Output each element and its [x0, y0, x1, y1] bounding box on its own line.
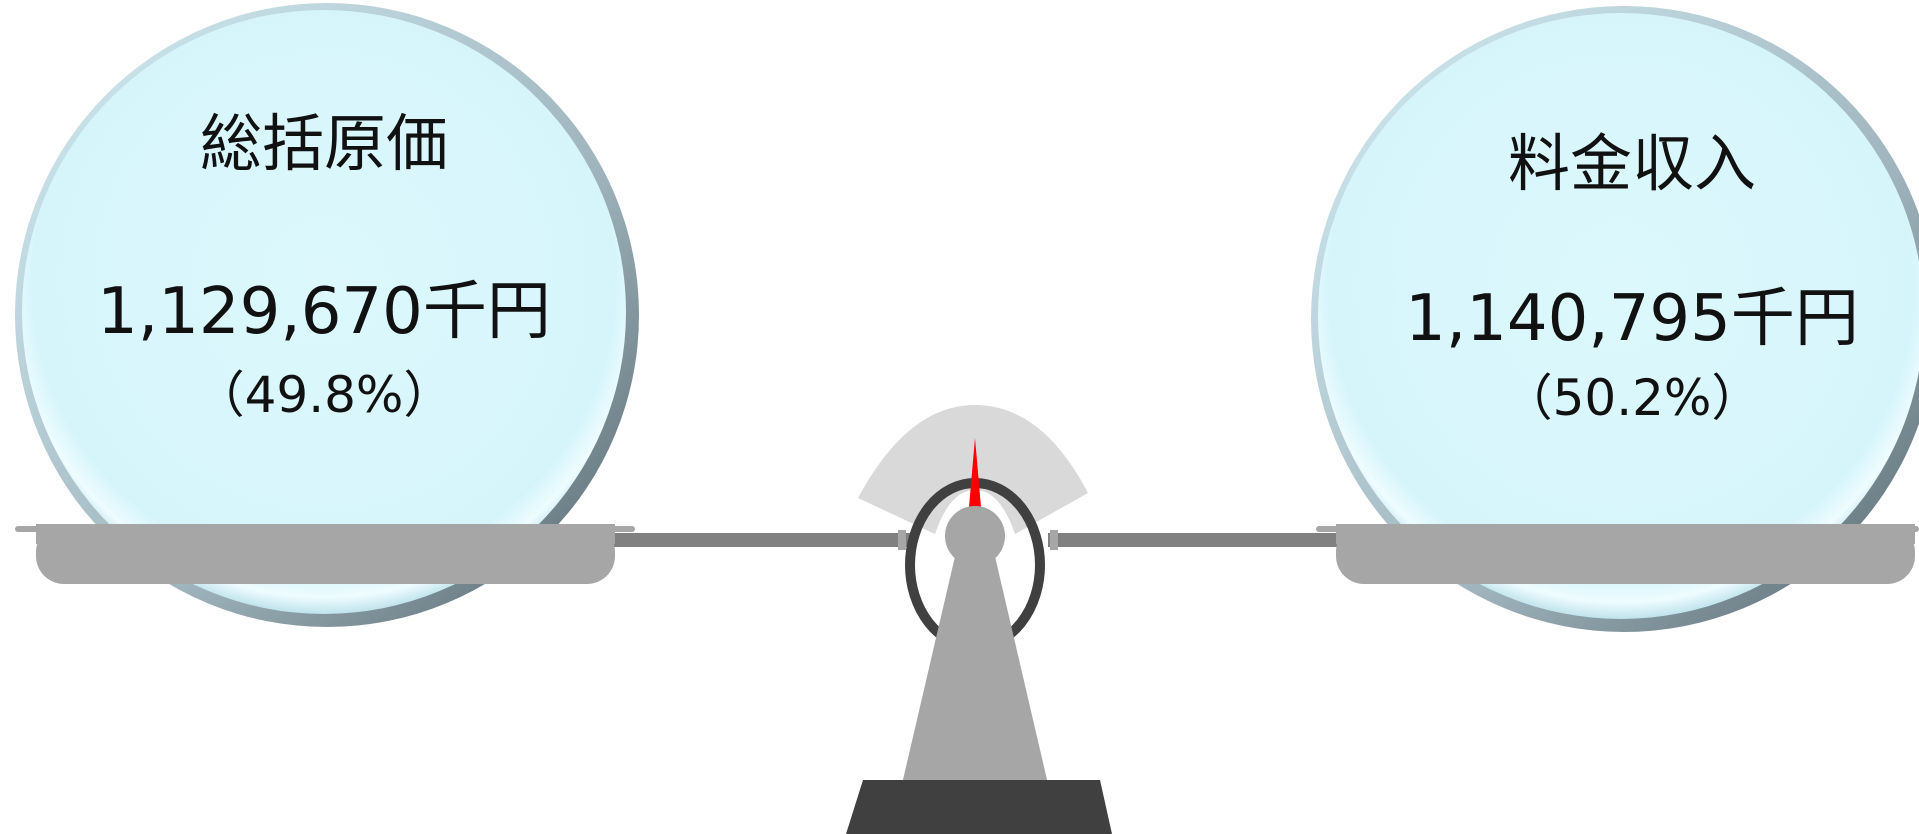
right-beam-cap: [1050, 530, 1058, 550]
left-beam-arm: [610, 533, 910, 547]
left-pan: [15, 524, 635, 584]
right-bubble-amount: 1,140,795千円: [1372, 287, 1892, 351]
scale-base: [846, 780, 1112, 834]
left-bubble-title: 総括原価: [124, 113, 524, 175]
right-bubble-title: 料金収入: [1432, 133, 1832, 195]
right-bubble-share: （50.2%）: [1432, 373, 1832, 423]
right-beam-arm: [1048, 533, 1338, 547]
right-pan: [1316, 524, 1919, 584]
left-bubble-amount: 1,129,670千円: [64, 280, 584, 344]
left-beam-cap: [898, 530, 906, 550]
pivot-knob: [945, 506, 1005, 566]
scale-pillar: [902, 535, 1048, 784]
left-bubble-share: （49.8%）: [124, 370, 524, 420]
